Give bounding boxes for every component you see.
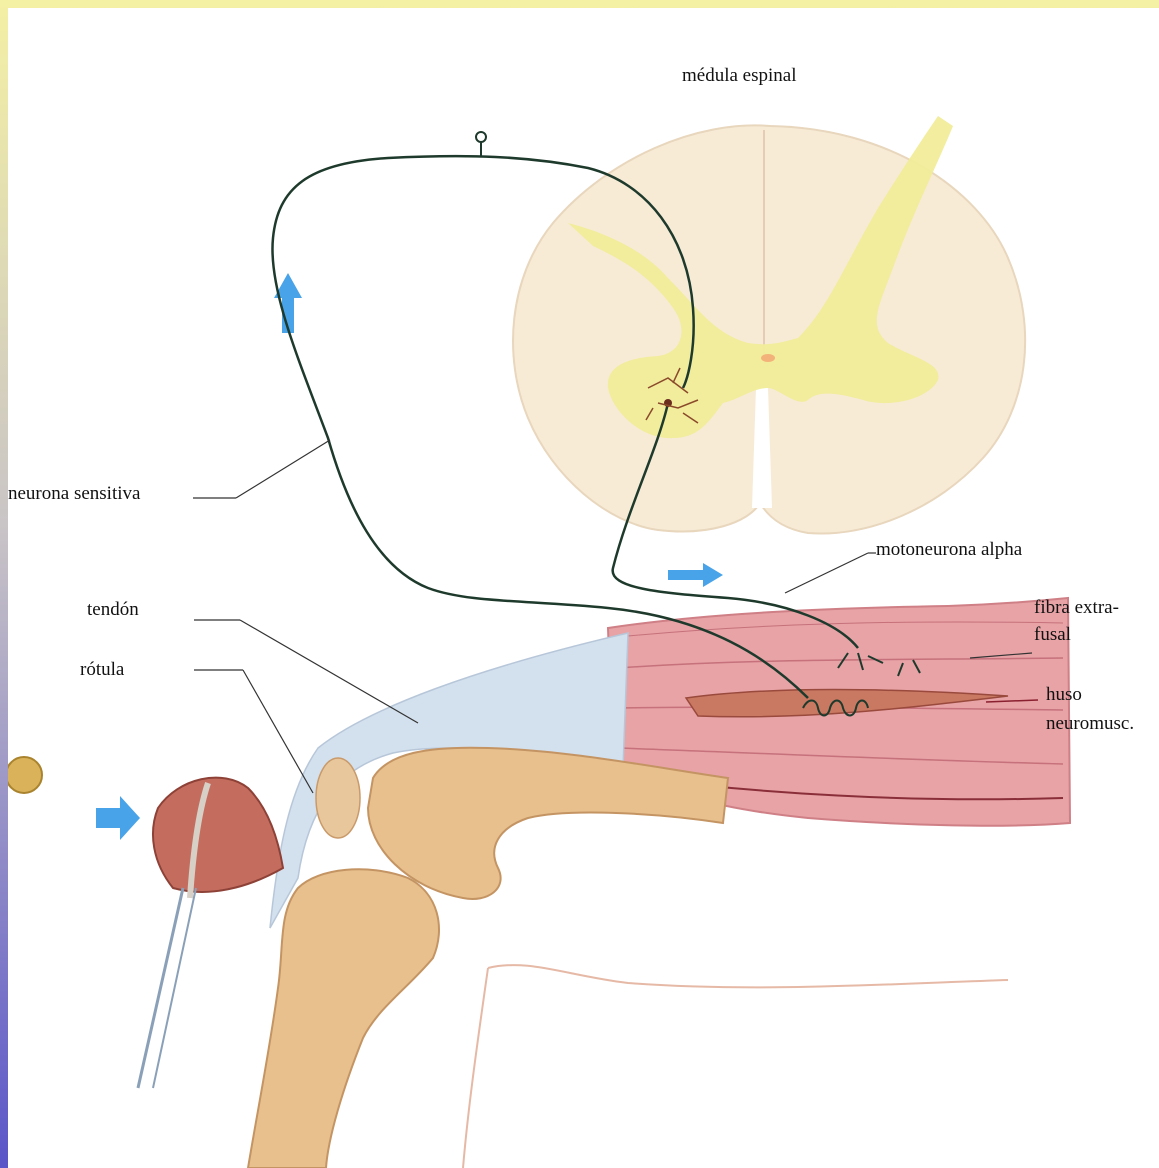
hammer-arrow [96, 796, 140, 840]
label-extrafusal-fiber-1: fibra extra- [1034, 598, 1119, 619]
label-alpha-motor-neuron: motoneurona alpha [876, 540, 1022, 561]
label-spinal-cord: médula espinal [682, 66, 797, 87]
motor-direction-arrow [668, 563, 723, 587]
label-sensory-neuron: neurona sensitiva [8, 484, 140, 505]
central-canal [761, 354, 775, 362]
diagram-canvas: médula espinal neurona sensitiva motoneu… [8, 8, 1159, 1168]
decorative-coin [8, 757, 42, 793]
calf-outline [463, 968, 488, 1168]
leader-motor [785, 553, 868, 593]
sensory-direction-arrow [274, 273, 302, 333]
femur [368, 748, 728, 899]
dorsal-root-ganglion-cell [476, 132, 486, 142]
leg-outline [488, 965, 1008, 987]
knee-reflex-illustration [8, 8, 1159, 1168]
label-patella: rótula [80, 660, 124, 681]
label-spindle-1: huso [1046, 685, 1082, 706]
reflex-hammer [138, 778, 283, 1088]
label-tendon: tendón [87, 600, 139, 621]
patella [316, 758, 360, 838]
label-spindle-2: neuromusc. [1046, 714, 1134, 735]
label-extrafusal-fiber-2: fusal [1034, 625, 1071, 646]
spinal-cord [513, 116, 1025, 534]
